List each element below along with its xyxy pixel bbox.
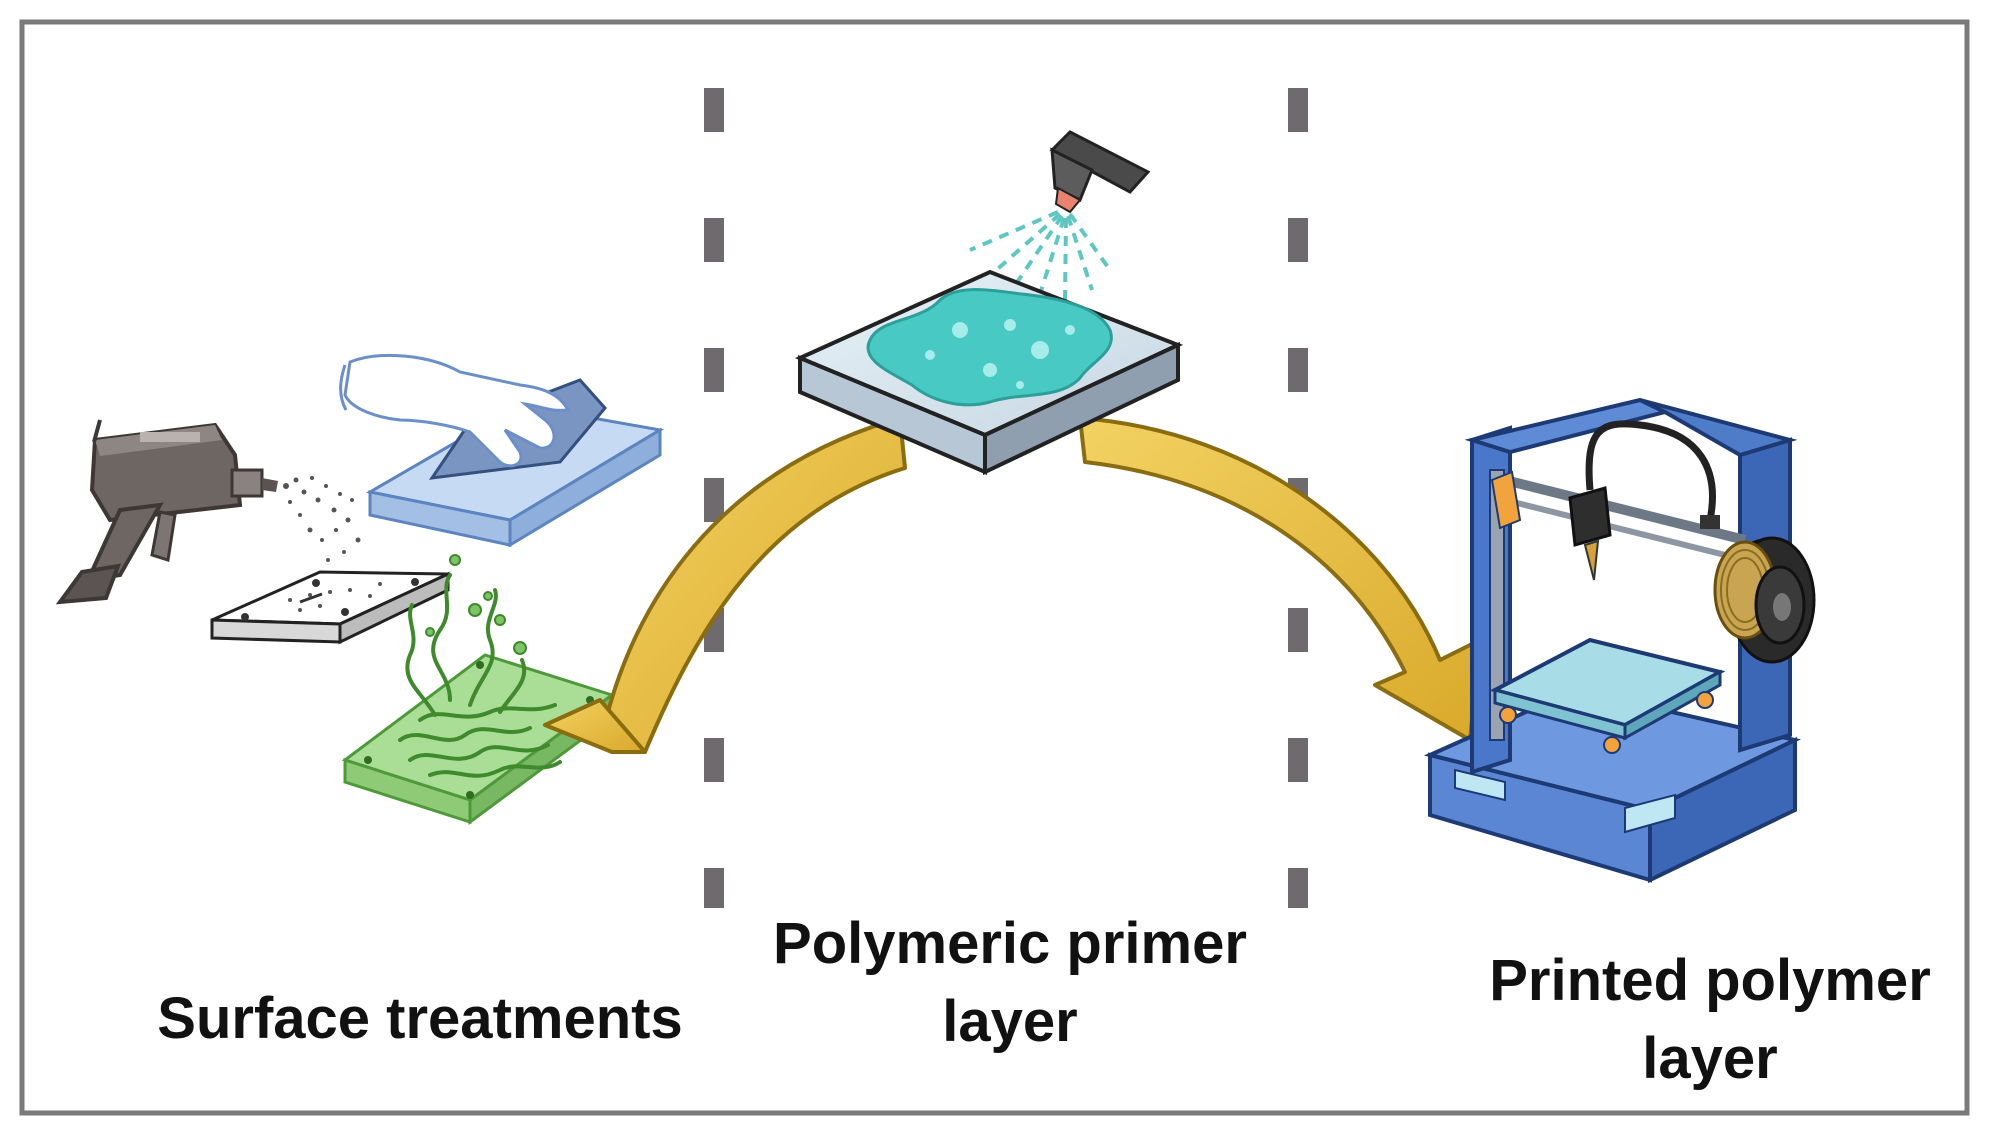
outer-frame	[19, 19, 1970, 1116]
label-primer-line2: layer	[942, 989, 1078, 1054]
3d-printer-icon	[1423, 397, 1816, 884]
blasted-plate-icon	[210, 570, 450, 645]
label-polymeric-primer-layer: Polymeric primer layer	[740, 905, 1280, 1061]
wiping-hand-icon	[339, 353, 607, 480]
label-printed-line1: Printed polymer	[1489, 948, 1931, 1013]
label-printed-polymer-layer: Printed polymer layer	[1450, 942, 1970, 1098]
curved-arrow-icon-right	[1078, 416, 1482, 742]
label-surface-treatments: Surface treatments	[120, 980, 720, 1058]
primer-coated-plate-icon	[794, 269, 1184, 476]
label-surface-treatments-text: Surface treatments	[157, 986, 683, 1051]
spray-nozzle-icon	[1049, 130, 1151, 214]
air-gun-icon	[55, 419, 278, 605]
label-printed-line2: layer	[1642, 1026, 1778, 1091]
label-primer-line1: Polymeric primer	[773, 911, 1247, 976]
air-gun-spray	[283, 476, 361, 562]
curved-arrow-icon	[543, 416, 907, 754]
